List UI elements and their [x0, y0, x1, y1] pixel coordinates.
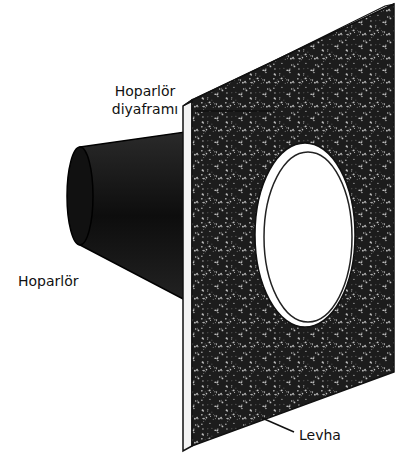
part-label: Hoparlör diyaframı: [96, 82, 194, 118]
board-face: [192, 4, 394, 446]
leader-line: [262, 418, 294, 432]
board-edge: [183, 100, 192, 451]
leader-line: [196, 110, 272, 112]
hole-rim: [255, 143, 355, 327]
part-label: Levha: [299, 426, 341, 444]
part-label: Hoparlör: [18, 272, 79, 290]
speaker-diaphragm: [264, 152, 352, 322]
speaker-body: [67, 132, 185, 300]
